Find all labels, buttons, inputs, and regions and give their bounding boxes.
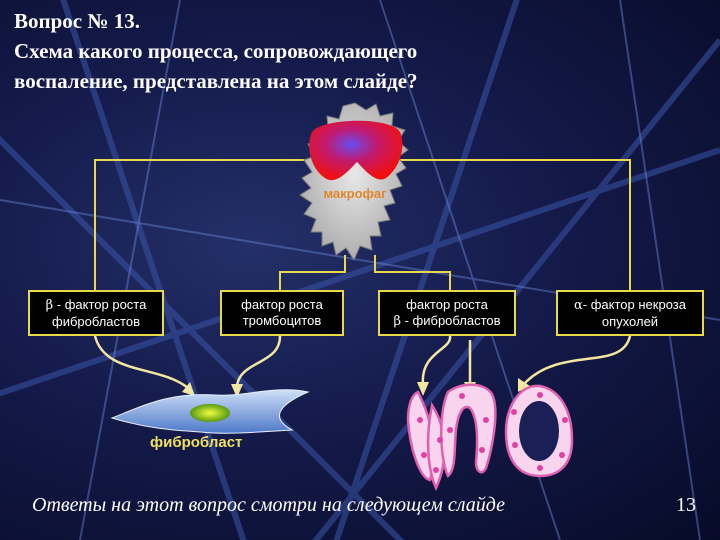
factor-4-line1: - фактор некроза	[582, 296, 686, 312]
answer-hint-text: Ответы на этот вопрос смотри на следующе…	[32, 494, 505, 516]
factor-4-line2: опухолей	[601, 313, 659, 329]
slide-title: Вопрос № 13. Схема какого процесса, сопр…	[14, 6, 704, 96]
arrows-to-fibroblast	[93, 335, 282, 389]
endothelial-lumen	[519, 401, 559, 461]
factor-4-symbol: α	[574, 297, 583, 313]
title-line-2: Схема какого процесса, сопровождающего	[14, 39, 418, 63]
factor-2-line2: тромбоцитов	[242, 313, 322, 328]
factor-3-symbol: β	[393, 313, 401, 329]
factor-box-fibroblast-growth: β - фактор роста фибробластов	[28, 290, 164, 336]
title-line-3: воспаление, представлена на этом слайде?	[14, 69, 418, 93]
factor-2-line1: фактор роста	[241, 297, 323, 312]
slide-number: 13	[676, 494, 696, 516]
macrophage-label: макрофаг	[323, 186, 387, 201]
factor-3-line1: фактор роста	[406, 296, 488, 312]
arrowheads-capillaries	[417, 378, 530, 396]
factor-1-line2: фибробластов	[52, 313, 140, 329]
title-line-1: Вопрос № 13.	[14, 9, 140, 33]
factor-3-line2: - фибробластов	[400, 312, 501, 328]
factor-box-platelet-growth: фактор роста тромбоцитов	[220, 290, 344, 336]
factor-1-line1: - фактор роста	[53, 296, 147, 312]
fibroblast-cell	[110, 389, 310, 434]
connector-lines	[94, 159, 631, 290]
factor-1-symbol: β	[45, 297, 54, 313]
factor-box-tumor-necrosis: α- фактор некроза опухолей	[556, 290, 704, 336]
fibroblast-label: фибробласт	[150, 434, 243, 451]
macrophage-cell	[299, 102, 409, 262]
arrows-to-capillaries	[421, 335, 632, 386]
arrowheads-fibroblast	[182, 382, 243, 398]
endothelial-nuclei	[417, 392, 568, 473]
factor-box-beta-fibroblast-growth: фактор роста β - фибробластов	[378, 290, 516, 336]
